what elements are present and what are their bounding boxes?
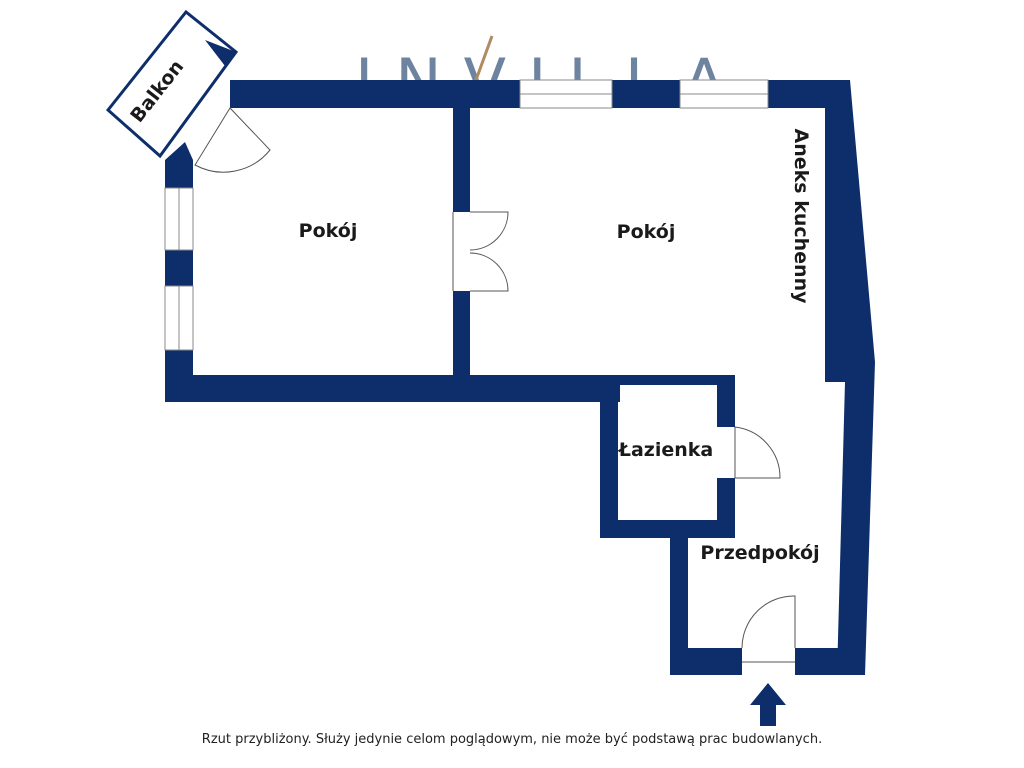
- door-rooms-lower: [469, 252, 509, 292]
- walls: [165, 80, 875, 675]
- room-right-label: Pokój: [617, 221, 676, 243]
- room-left-label: Pokój: [299, 220, 358, 242]
- hallway-label: Przedpokój: [700, 542, 819, 564]
- doors: [194, 107, 796, 663]
- door-entrance: [741, 595, 796, 649]
- windows: [164, 79, 769, 351]
- wall-bath-bottom: [600, 520, 735, 538]
- wall-hall-left: [670, 520, 688, 675]
- balcony: Balkon: [105, 9, 239, 159]
- wall-left-corner: [165, 142, 193, 160]
- wall-left-middle: [165, 250, 193, 286]
- door-bathroom: [734, 426, 781, 479]
- wall-bath-left: [600, 375, 618, 535]
- wall-top-left: [230, 80, 520, 108]
- wall-partition-bottom: [453, 291, 470, 381]
- wall-bottom-rooms: [165, 375, 620, 402]
- wall-bath-top: [600, 375, 735, 385]
- wall-entrance-left: [670, 648, 742, 675]
- door-rooms-upper: [469, 211, 509, 251]
- kitchenette-label: Aneks kuchenny: [790, 129, 812, 305]
- arrow-up-icon: [750, 683, 786, 726]
- wall-bath-right-top: [717, 375, 735, 427]
- bathroom-label: Łazienka: [618, 439, 713, 461]
- wall-left-top: [165, 160, 193, 188]
- wall-entrance-right: [795, 648, 865, 675]
- wall-partition-top: [453, 100, 470, 212]
- wall-right: [825, 80, 875, 675]
- wall-top-middle: [612, 80, 680, 108]
- disclaimer-text: Rzut przybliżony. Służy jedynie celom po…: [201, 732, 823, 747]
- door-balcony: [194, 107, 271, 173]
